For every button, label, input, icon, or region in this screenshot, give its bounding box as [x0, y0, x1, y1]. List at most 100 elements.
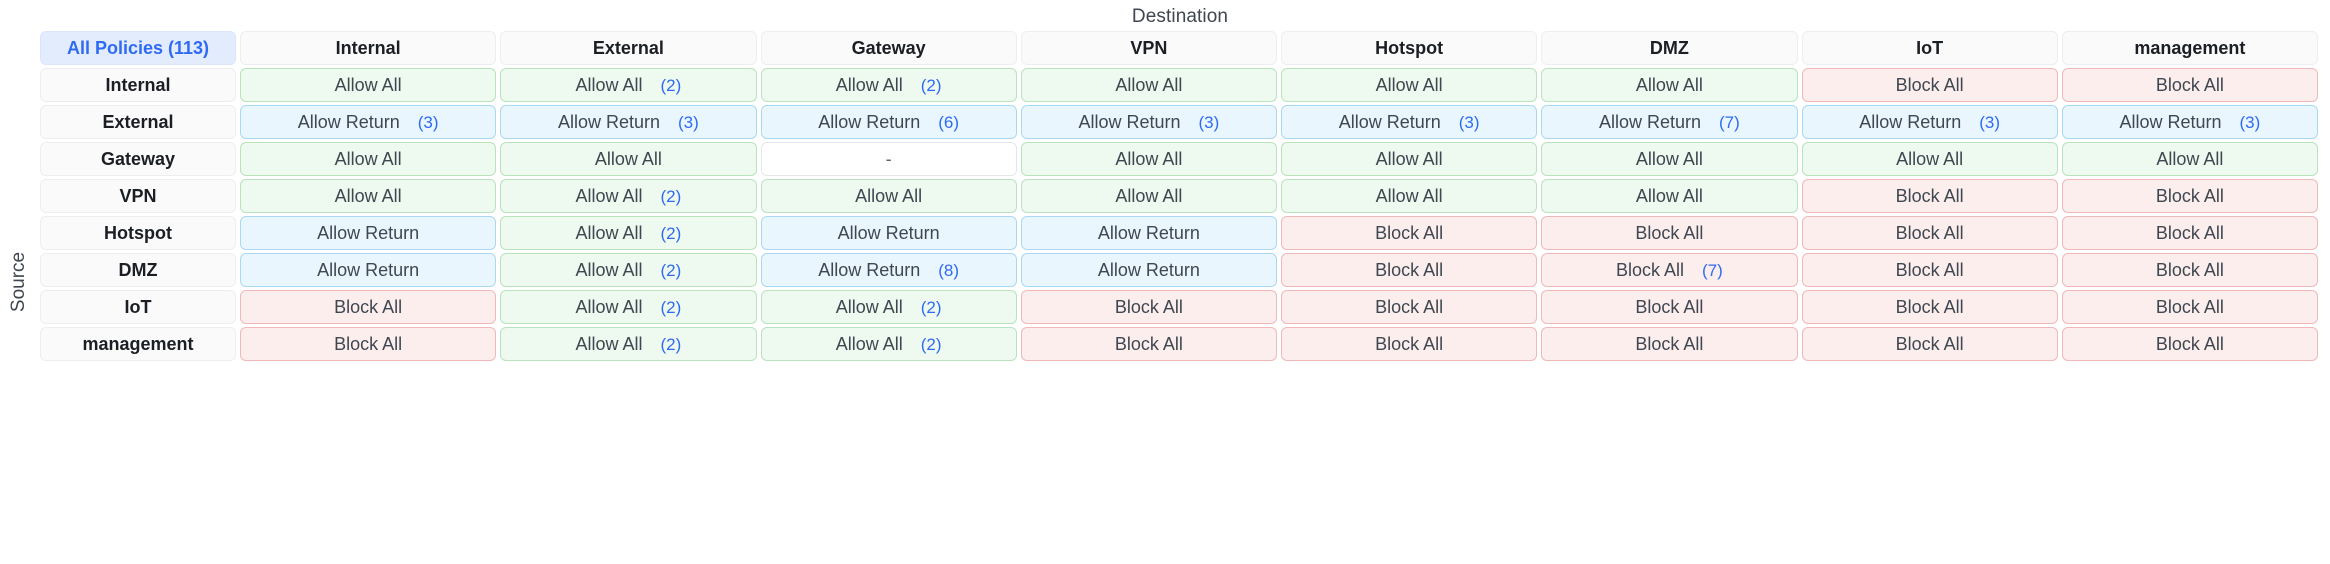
- matrix-cell[interactable]: Allow All(2): [500, 327, 757, 361]
- policy-cell-dmz-to-internal[interactable]: Allow Return: [240, 253, 497, 287]
- matrix-cell[interactable]: Allow All: [1020, 142, 1277, 176]
- matrix-cell[interactable]: Block All: [1281, 253, 1538, 287]
- column-header-management[interactable]: management: [2061, 31, 2318, 65]
- row-header-gateway[interactable]: Gateway: [40, 142, 236, 176]
- policy-cell-management-to-hotspot[interactable]: Block All: [1281, 327, 1538, 361]
- column-header-cell[interactable]: DMZ: [1541, 31, 1798, 65]
- policy-cell-dmz-to-dmz[interactable]: Block All(7): [1541, 253, 1798, 287]
- policy-cell-iot-to-external[interactable]: Allow All(2): [500, 290, 757, 324]
- row-header-iot[interactable]: IoT: [40, 290, 236, 324]
- policy-cell-vpn-to-dmz[interactable]: Allow All: [1541, 179, 1798, 213]
- matrix-cell[interactable]: Allow All(2): [760, 290, 1017, 324]
- matrix-cell[interactable]: Block All: [2061, 327, 2318, 361]
- policy-cell-internal-to-vpn[interactable]: Allow All: [1020, 68, 1277, 102]
- matrix-cell[interactable]: Allow All: [1020, 179, 1277, 213]
- policy-cell-gateway-to-iot[interactable]: Allow All: [1801, 142, 2058, 176]
- policy-cell-hotspot-to-external[interactable]: Allow All(2): [500, 216, 757, 250]
- policy-cell-management-to-internal[interactable]: Block All: [240, 327, 497, 361]
- policy-cell-dmz-to-hotspot[interactable]: Block All: [1281, 253, 1538, 287]
- row-header-internal[interactable]: Internal: [40, 68, 236, 102]
- matrix-cell[interactable]: Block All: [1541, 327, 1798, 361]
- matrix-cell[interactable]: Allow All(2): [500, 68, 757, 102]
- matrix-cell[interactable]: Allow All: [1541, 142, 1798, 176]
- all-policies-button[interactable]: All Policies (113): [40, 31, 236, 65]
- policy-cell-vpn-to-iot[interactable]: Block All: [1801, 179, 2058, 213]
- matrix-cell[interactable]: Allow Return(7): [1541, 105, 1798, 139]
- matrix-cell[interactable]: Block All: [1801, 68, 2058, 102]
- matrix-cell[interactable]: Block All: [2061, 179, 2318, 213]
- policy-cell-management-to-dmz[interactable]: Block All: [1541, 327, 1798, 361]
- matrix-cell[interactable]: Allow All: [1281, 179, 1538, 213]
- policy-cell-internal-to-internal[interactable]: Allow All: [240, 68, 497, 102]
- matrix-cell[interactable]: Allow All(2): [500, 253, 757, 287]
- policy-cell-hotspot-to-iot[interactable]: Block All: [1801, 216, 2058, 250]
- matrix-cell[interactable]: Allow All(2): [760, 68, 1017, 102]
- matrix-cell[interactable]: Block All: [2061, 290, 2318, 324]
- row-header-external[interactable]: External: [40, 105, 236, 139]
- matrix-cell[interactable]: Block All: [1541, 216, 1798, 250]
- matrix-cell[interactable]: Block All: [1281, 216, 1538, 250]
- matrix-cell[interactable]: Block All: [2061, 68, 2318, 102]
- policy-cell-hotspot-to-management[interactable]: Block All: [2061, 216, 2318, 250]
- row-header-cell[interactable]: External: [40, 105, 236, 139]
- policy-cell-external-to-iot[interactable]: Allow Return(3): [1801, 105, 2058, 139]
- policy-cell-iot-to-management[interactable]: Block All: [2061, 290, 2318, 324]
- policy-cell-management-to-vpn[interactable]: Block All: [1020, 327, 1277, 361]
- policy-cell-iot-to-gateway[interactable]: Allow All(2): [760, 290, 1017, 324]
- matrix-cell[interactable]: Block All: [2061, 216, 2318, 250]
- policy-cell-internal-to-hotspot[interactable]: Allow All: [1281, 68, 1538, 102]
- matrix-cell[interactable]: Block All: [1801, 327, 2058, 361]
- matrix-cell[interactable]: Allow All: [760, 179, 1017, 213]
- row-header-management[interactable]: management: [40, 327, 236, 361]
- policy-cell-gateway-to-management[interactable]: Allow All: [2061, 142, 2318, 176]
- matrix-cell[interactable]: Allow Return(3): [2061, 105, 2318, 139]
- policy-cell-hotspot-to-vpn[interactable]: Allow Return: [1020, 216, 1277, 250]
- column-header-cell[interactable]: VPN: [1020, 31, 1277, 65]
- column-header-cell[interactable]: External: [500, 31, 757, 65]
- matrix-cell[interactable]: Allow All: [240, 142, 497, 176]
- row-header-cell[interactable]: Gateway: [40, 142, 236, 176]
- policy-cell-vpn-to-internal[interactable]: Allow All: [240, 179, 497, 213]
- policy-cell-vpn-to-gateway[interactable]: Allow All: [760, 179, 1017, 213]
- policy-cell-hotspot-to-hotspot[interactable]: Block All: [1281, 216, 1538, 250]
- matrix-cell[interactable]: Allow All: [240, 179, 497, 213]
- column-header-internal[interactable]: Internal: [240, 31, 497, 65]
- policy-cell-dmz-to-iot[interactable]: Block All: [1801, 253, 2058, 287]
- matrix-cell[interactable]: Block All: [1281, 290, 1538, 324]
- policy-cell-iot-to-vpn[interactable]: Block All: [1020, 290, 1277, 324]
- matrix-cell[interactable]: Allow Return: [760, 216, 1017, 250]
- matrix-cell[interactable]: Allow All: [1541, 179, 1798, 213]
- column-header-dmz[interactable]: DMZ: [1541, 31, 1798, 65]
- policy-cell-dmz-to-gateway[interactable]: Allow Return(8): [760, 253, 1017, 287]
- matrix-cell[interactable]: Allow All: [240, 68, 497, 102]
- column-header-cell[interactable]: Hotspot: [1281, 31, 1538, 65]
- matrix-cell[interactable]: Allow Return(3): [1801, 105, 2058, 139]
- policy-cell-internal-to-external[interactable]: Allow All(2): [500, 68, 757, 102]
- column-header-vpn[interactable]: VPN: [1020, 31, 1277, 65]
- matrix-cell[interactable]: Block All: [1020, 327, 1277, 361]
- matrix-cell[interactable]: -: [760, 142, 1017, 176]
- policy-cell-external-to-hotspot[interactable]: Allow Return(3): [1281, 105, 1538, 139]
- matrix-cell[interactable]: Allow Return(3): [1281, 105, 1538, 139]
- policy-cell-management-to-gateway[interactable]: Allow All(2): [760, 327, 1017, 361]
- matrix-cell[interactable]: Allow All: [500, 142, 757, 176]
- policy-cell-gateway-to-internal[interactable]: Allow All: [240, 142, 497, 176]
- row-header-vpn[interactable]: VPN: [40, 179, 236, 213]
- policy-cell-internal-to-dmz[interactable]: Allow All: [1541, 68, 1798, 102]
- matrix-cell[interactable]: Block All: [1801, 179, 2058, 213]
- matrix-cell[interactable]: Allow All: [1801, 142, 2058, 176]
- matrix-cell[interactable]: Block All(7): [1541, 253, 1798, 287]
- matrix-cell[interactable]: Allow Return: [240, 253, 497, 287]
- policy-cell-external-to-gateway[interactable]: Allow Return(6): [760, 105, 1017, 139]
- policy-cell-external-to-management[interactable]: Allow Return(3): [2061, 105, 2318, 139]
- all-policies-corner-cell[interactable]: All Policies (113): [40, 31, 236, 65]
- matrix-cell[interactable]: Block All: [240, 327, 497, 361]
- policy-cell-management-to-iot[interactable]: Block All: [1801, 327, 2058, 361]
- policy-cell-external-to-vpn[interactable]: Allow Return(3): [1020, 105, 1277, 139]
- matrix-cell[interactable]: Allow All: [1281, 142, 1538, 176]
- policy-cell-gateway-to-hotspot[interactable]: Allow All: [1281, 142, 1538, 176]
- matrix-cell[interactable]: Block All: [1541, 290, 1798, 324]
- policy-cell-hotspot-to-gateway[interactable]: Allow Return: [760, 216, 1017, 250]
- matrix-cell[interactable]: Allow Return(3): [500, 105, 757, 139]
- policy-cell-gateway-to-vpn[interactable]: Allow All: [1020, 142, 1277, 176]
